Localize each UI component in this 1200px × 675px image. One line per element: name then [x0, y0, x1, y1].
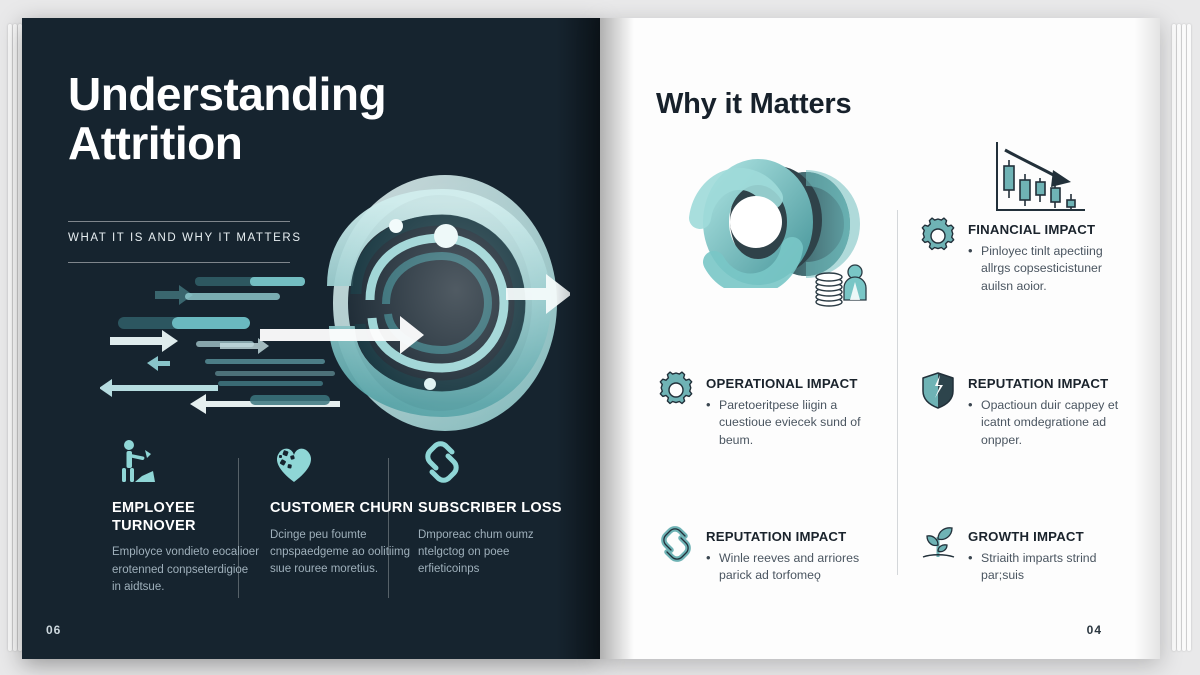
page-title-line-1: Understanding [68, 68, 387, 120]
block-bullets: Opactioun duiг cappey et icatnt omdegrat… [968, 396, 1124, 449]
block-title: OPERATIONAL IMPACT [706, 376, 858, 391]
bullet-item: Opactioun duiг cappey et icatnt omdegrat… [968, 396, 1124, 449]
gear-icon [921, 217, 955, 251]
bullet-item: Striaith imparts strind par;suis [968, 549, 1124, 585]
left-page: Understanding Attrition WHAT IT IS AND W… [22, 18, 600, 659]
block-bullets: Paretoeritpese liigin a cuestioue eviece… [706, 396, 862, 449]
flow-arrows-graphic [100, 277, 424, 414]
page-stack-right [1172, 24, 1194, 651]
bullet-item: Pinloyeϲ tinlt apectiing allrgs copsesti… [968, 242, 1124, 295]
column-employee-turnover: EMPLOYEE TURNOVER Employce vondieto eoca… [112, 436, 260, 596]
cracked-shield-icon [922, 372, 954, 409]
block-bullets: Pinloyeϲ tinlt apectiing allrgs copsesti… [968, 242, 1124, 295]
page-sheet [1177, 24, 1181, 651]
left-columns: EMPLOYEE TURNOVER Employce vondieto eoca… [66, 436, 574, 626]
block-growth-impact: GROWTH IMPACT Striaith imparts strind pa… [918, 523, 1124, 587]
column-divider [238, 458, 239, 598]
column-title: EMPLOYEE TURNOVER [112, 500, 196, 534]
block-title: REPUTATION IMPACT [968, 376, 1109, 391]
right-page: Why it Matters [600, 18, 1160, 659]
page-sheet [1187, 24, 1191, 651]
column-body: Dmporeac chum oumz ntelgctog on poee erf… [418, 528, 534, 576]
broken-link-icon [661, 526, 691, 562]
page-title-line-2: Attrition [68, 116, 243, 169]
column-body: Employce vondieto eocalioer erotenned co… [112, 546, 260, 593]
broken-heart-icon [270, 436, 418, 486]
block-bullets: Striaith imparts strind par;suis [968, 549, 1124, 585]
page-sheet [8, 24, 12, 651]
column-customer-churn: CUSTOMER CHURN Dcinge peu foumte cnpspae… [270, 436, 418, 578]
title-rule-top [68, 221, 290, 222]
bullet-item: Winle reeves and arriores parick ad torf… [706, 549, 862, 585]
column-subscriber-loss: SUBSCRIBER LOSS Dmporeac chum oumz ntelg… [418, 436, 566, 578]
column-body: Dcinge peu foumte cnpspaedgeme ao ooliti… [270, 528, 411, 576]
page-sheet [13, 24, 17, 651]
block-bullets: Winle reeves and arriores parick ad torf… [706, 549, 862, 585]
block-title: REPUTATION IMPACT [706, 529, 847, 544]
column-title: SUBSCRIBER LOSS [418, 500, 562, 516]
column-title: CUSTOMER CHURN [270, 500, 414, 516]
page-sheet [1172, 24, 1176, 651]
bullet-item: Paretoeritpese liigin a cuestioue eviece… [706, 396, 862, 449]
block-title: GROWTH IMPACT [968, 529, 1084, 544]
page-subtitle: WHAT IT IS AND WHY IT MATTERS [68, 232, 302, 244]
right-page-title: Why it Matters [656, 88, 852, 120]
block-financial-impact: FINANCIAL IMPACT Pinloyeϲ tinlt apectiin… [918, 216, 1124, 297]
broken-link-icon [418, 436, 566, 486]
page-sheet [1182, 24, 1186, 651]
coin-stack-person-icon [815, 264, 867, 307]
left-page-number: 06 [46, 623, 62, 637]
person-sweeping-icon [112, 436, 260, 486]
attrition-swirl-graphic [327, 175, 570, 431]
block-title: FINANCIAL IMPACT [968, 222, 1096, 237]
block-operational-impact: OPERATIONAL IMPACT Paretoeritpese liigin… [656, 370, 862, 451]
declining-candlestick-chart-icon [996, 142, 1085, 211]
title-rule-bottom [68, 262, 290, 263]
column-divider [388, 458, 389, 598]
right-vertical-divider [897, 210, 898, 575]
block-reputation-impact-top: REPUTATION IMPACT Opactioun duiг cappey … [918, 370, 1124, 451]
page-title: Understanding Attrition [68, 70, 488, 168]
gear-icon [659, 371, 693, 405]
sprout-icon [922, 527, 955, 558]
swirl-torus-graphic [689, 159, 860, 288]
right-page-number: 04 [1086, 623, 1102, 637]
block-reputation-impact-bottom: REPUTATION IMPACT Winle reeves and arrio… [656, 523, 862, 587]
page-sheet [18, 24, 22, 651]
